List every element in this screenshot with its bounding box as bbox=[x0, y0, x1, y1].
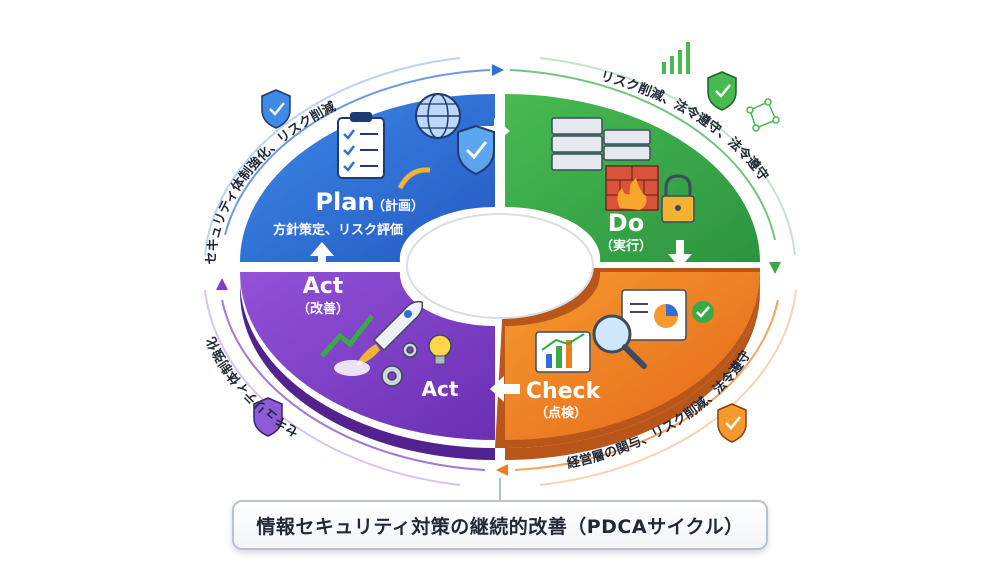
lock-icon bbox=[661, 174, 695, 223]
shield-icon bbox=[717, 403, 747, 443]
ring-center bbox=[406, 213, 594, 319]
network-icon bbox=[746, 98, 780, 132]
shield-icon bbox=[253, 397, 283, 437]
bar-chart-icon bbox=[662, 42, 690, 74]
growth-arrow-icon bbox=[320, 314, 374, 358]
caption-text: 情報セキュリティ対策の継続的改善（PDCAサイクル） bbox=[256, 515, 744, 538]
plan-paren: （計画） bbox=[372, 198, 424, 214]
act-title: Act bbox=[303, 274, 344, 299]
dashboard-panel-icon bbox=[621, 289, 687, 341]
rocket-icon bbox=[334, 300, 424, 376]
caption-box: 情報セキュリティ対策の継続的改善（PDCAサイクル） bbox=[232, 500, 768, 550]
do-title: Do bbox=[608, 209, 644, 237]
check-title: Check bbox=[526, 379, 602, 404]
gear-icon bbox=[381, 342, 418, 387]
check-badge-icon bbox=[692, 301, 714, 323]
server-icon bbox=[551, 117, 651, 171]
do-paren: （実行） bbox=[600, 238, 652, 254]
shield-icon bbox=[707, 71, 737, 111]
act-paren: （改善） bbox=[297, 301, 349, 317]
arrow-head-left bbox=[216, 278, 228, 290]
act-icon-label: Act bbox=[422, 377, 459, 401]
curved-arrow-icon bbox=[397, 167, 431, 190]
plan-desc: 方針策定、リスク評価 bbox=[273, 222, 403, 238]
arrow-head-top bbox=[492, 64, 504, 76]
lightbulb-icon bbox=[428, 334, 452, 365]
magnifier-icon bbox=[592, 314, 647, 369]
shield-icon bbox=[261, 89, 291, 129]
outer-arcs bbox=[204, 57, 797, 486]
check-paren: （点検） bbox=[535, 405, 587, 421]
plan-title: Plan bbox=[315, 188, 374, 216]
firewall-icon bbox=[605, 165, 659, 211]
globe-icon bbox=[415, 93, 461, 139]
arrow-head-right bbox=[769, 262, 781, 274]
chart-icon bbox=[535, 331, 591, 373]
clipboard-icon bbox=[337, 112, 385, 179]
arrow-head-bottom bbox=[496, 464, 508, 476]
shield-icon bbox=[457, 124, 495, 176]
